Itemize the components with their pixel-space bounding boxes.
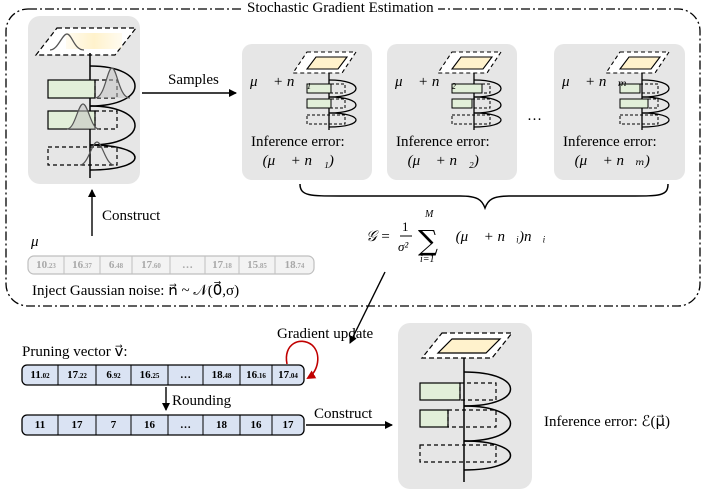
sample-1-error-title: Inference error: xyxy=(251,134,345,150)
pruning-vector xyxy=(21,364,305,386)
sum-sign: ∑ xyxy=(418,224,438,257)
formula-body: ℰ(μ⃗ + n⃗ᵢ)n⃗ᵢ xyxy=(444,229,546,245)
pruning-vector-label: Pruning vector v⃗: xyxy=(22,344,128,360)
construct-label-bottom: Construct xyxy=(314,406,373,422)
rounded-vector-cell: … xyxy=(180,419,191,431)
pruning-vector-cell: 16.25 xyxy=(139,369,160,381)
mu-vector-cell: 15.85 xyxy=(247,259,267,271)
mu-vector-cell: 10.23 xyxy=(36,259,56,271)
model-panel-noisy xyxy=(28,16,140,184)
sample-panel-2 xyxy=(387,44,517,180)
rounded-vector-cell: 17 xyxy=(282,419,294,431)
sample-2-error-title: Inference error: xyxy=(396,134,490,150)
pruning-vector-cell: 6.92 xyxy=(106,369,121,381)
final-inference-error: Inference error: ℰ(μ⃗) xyxy=(544,414,671,430)
model-panel-pruned xyxy=(398,323,532,489)
pruning-vector-cell: … xyxy=(180,369,191,381)
pruning-vector-cell: 17.04 xyxy=(278,369,298,381)
sample-ellipsis: … xyxy=(527,108,542,124)
rounded-vector-cell: 18 xyxy=(216,419,227,431)
sample-m-error-title: Inference error: xyxy=(563,134,657,150)
sample-m-error-expr: ℰ(μ⃗ + n⃗ₘ) xyxy=(563,153,650,169)
pruning-vector-cell: 17.22 xyxy=(67,369,87,381)
mu-vector-cell: 17.60 xyxy=(141,259,161,271)
pruning-vector-cell: 18.48 xyxy=(211,369,232,381)
mu-label: μ⃗ xyxy=(31,234,51,250)
formula-denominator: σ² xyxy=(398,239,409,254)
formula-numerator: 1 xyxy=(402,219,409,234)
mu-vector-cell: 6.48 xyxy=(108,259,124,271)
rounded-vector-cell: 16 xyxy=(250,419,262,431)
sample-1-error-expr: ℰ(μ⃗ + n⃗₁) xyxy=(251,153,334,169)
sample-2-error-expr: ℰ(μ⃗ + n⃗₂) xyxy=(396,153,479,169)
pruning-vector-cell: 16.16 xyxy=(246,369,266,381)
inject-noise-label: Inject Gaussian noise: n⃗ ~ 𝒩(0⃗,σ) xyxy=(32,283,240,299)
samples-label: Samples xyxy=(168,72,219,88)
construct-label-top: Construct xyxy=(102,208,161,224)
mu-vector-cell: 18.74 xyxy=(284,259,305,271)
sample-m-label: μ⃗ + n⃗ₘ xyxy=(562,74,628,90)
diagram-title: Stochastic Gradient Estimation xyxy=(243,0,438,17)
sample-panel-1 xyxy=(242,44,372,180)
rounded-vector-cell: 7 xyxy=(110,419,117,431)
mu-vector-cell: … xyxy=(182,259,193,271)
formula-sum-lower: i=1 xyxy=(420,254,435,265)
rounding-label: Rounding xyxy=(172,393,232,409)
rounded-vector-cell: 17 xyxy=(71,419,83,431)
sum-brace xyxy=(299,183,669,211)
formula-to-update-arrow xyxy=(349,271,386,344)
mu-vector-cell: 16.37 xyxy=(72,259,92,271)
gradient-update-label: Gradient update xyxy=(277,326,374,342)
mu-vector-cell: 17.18 xyxy=(212,259,232,271)
formula-lhs: 𝒢 = xyxy=(366,229,391,245)
rounded-vector-cell: 11 xyxy=(34,419,46,431)
sample-1-label: μ⃗ + n⃗₁ xyxy=(250,74,312,90)
mu-vector xyxy=(27,255,315,275)
rounded-vector xyxy=(21,414,305,436)
sample-panel-m xyxy=(554,44,685,180)
pruning-vector-cell: 11.02 xyxy=(30,369,50,381)
gradient-update-loop xyxy=(285,340,319,380)
sample-2-label: μ⃗ + n⃗₂ xyxy=(395,74,457,90)
formula-sum-upper: M xyxy=(425,209,434,220)
rounded-vector-cell: 16 xyxy=(144,419,155,431)
